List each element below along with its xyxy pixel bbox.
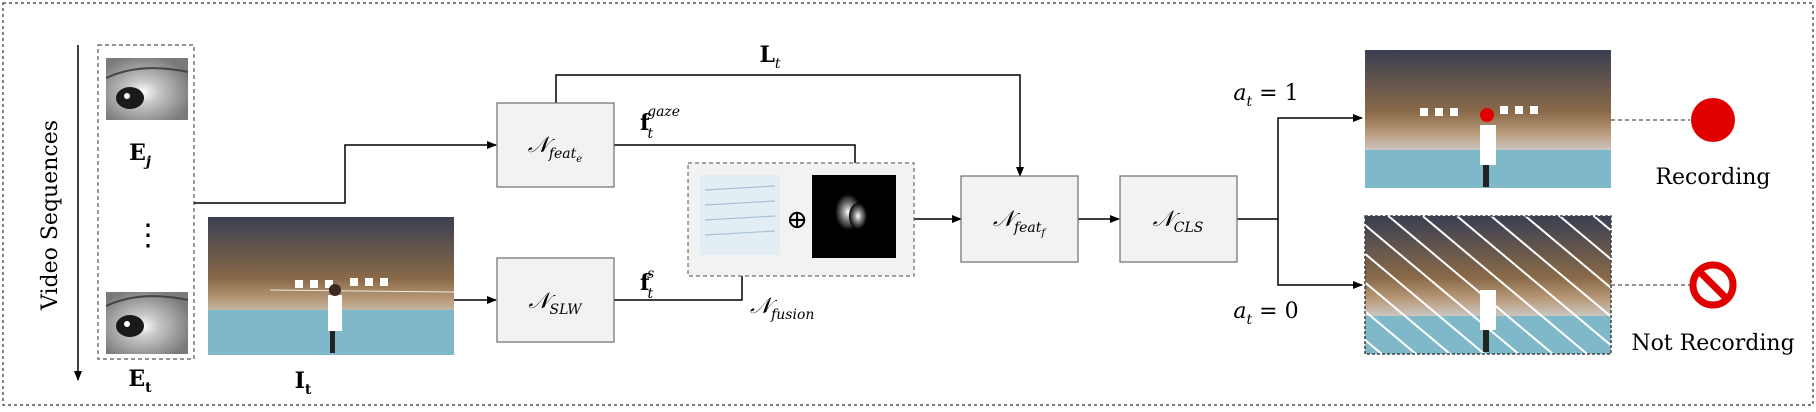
node-slw-label: 𝒩SLW — [528, 289, 583, 318]
eye-top-label: Ej — [129, 140, 151, 170]
fusion-block: ⊕ — [687, 162, 915, 277]
output-image-not-recording — [1364, 215, 1612, 355]
node-cls-label: 𝒩CLS — [1153, 207, 1204, 236]
gaze-heatmap — [812, 175, 896, 258]
output-image-recording — [1365, 50, 1611, 188]
edge-L — [555, 74, 1024, 177]
video-sequences-axis: Video Sequences — [38, 45, 82, 381]
outer-frame — [2, 2, 1814, 406]
saliency-image — [700, 175, 780, 255]
node-slw: 𝒩SLW — [496, 257, 615, 343]
eye-image-top — [105, 58, 189, 120]
oplus-symbol: ⊕ — [786, 205, 808, 235]
video-sequences-label: Video Sequences — [38, 120, 63, 311]
edge-eye-to-feat-e — [194, 141, 497, 204]
not-recording-label: Not Recording — [1631, 331, 1794, 356]
label-f-gaze: ftgaze — [640, 104, 680, 142]
scene-label: It — [295, 368, 312, 398]
eye-frames-group: Ej ⋮ Et — [97, 44, 195, 396]
eye-image-bottom — [105, 292, 189, 354]
node-fusion-label: 𝒩fusion — [750, 294, 814, 323]
edge-cls-to-record — [1237, 114, 1363, 220]
record-dot-icon — [1691, 98, 1735, 142]
edge-cls-to-not-record — [1277, 219, 1363, 289]
eye-bottom-label: Et — [128, 366, 152, 396]
node-cls: 𝒩CLS — [1119, 175, 1238, 263]
ellipsis: ⋮ — [133, 218, 163, 253]
label-a1: at = 1 — [1233, 81, 1298, 110]
label-a0: at = 0 — [1233, 299, 1298, 328]
scene-image-input — [208, 217, 455, 355]
label-L: Lt — [759, 42, 780, 72]
prohibited-icon — [1689, 261, 1737, 309]
label-f-s: fts — [640, 266, 654, 302]
node-feat-f: 𝒩featf — [960, 175, 1079, 263]
node-feat-e: 𝒩feate — [496, 102, 615, 188]
recording-label: Recording — [1655, 165, 1770, 190]
